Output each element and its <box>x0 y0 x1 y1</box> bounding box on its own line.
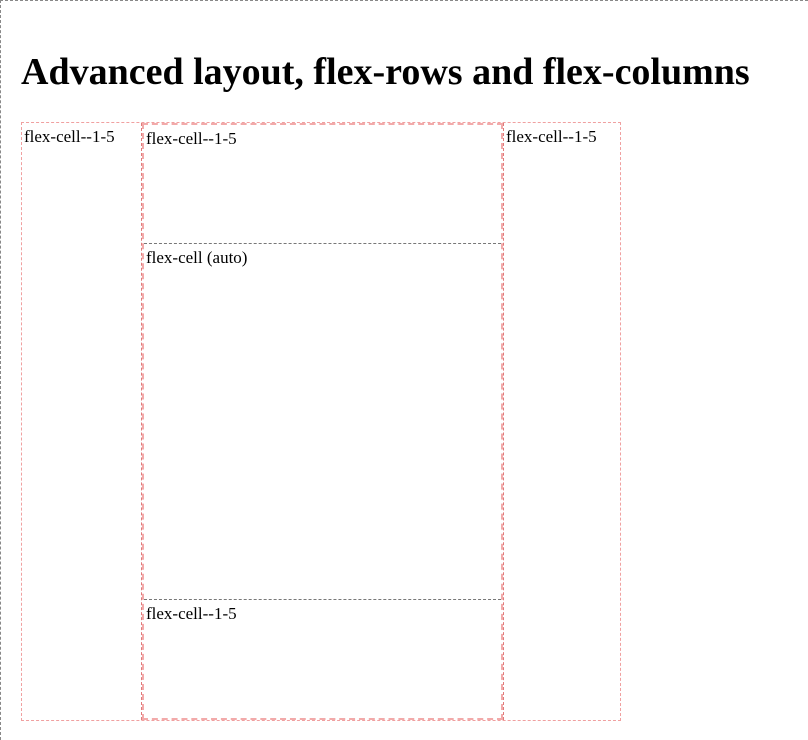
flex-cell-right-label: flex-cell--1-5 <box>506 127 597 146</box>
flex-column-middle: flex-cell--1-5 flex-cell (auto) flex-cel… <box>142 123 503 720</box>
flex-cell-middle-auto-label: flex-cell (auto) <box>146 248 248 267</box>
flex-row-container: flex-cell--1-5 flex-cell--1-5 flex-cell … <box>21 122 621 721</box>
flex-cell-left-label: flex-cell--1-5 <box>24 127 115 146</box>
flex-cell-middle-bottom: flex-cell--1-5 <box>144 600 501 718</box>
flex-cell-middle-top-label: flex-cell--1-5 <box>146 129 237 148</box>
flex-cell-middle-auto: flex-cell (auto) <box>144 244 501 600</box>
flex-cell-left: flex-cell--1-5 <box>22 123 142 720</box>
flex-cell-middle-bottom-label: flex-cell--1-5 <box>146 604 237 623</box>
flex-cell-right: flex-cell--1-5 <box>503 123 620 720</box>
page-title: Advanced layout, flex-rows and flex-colu… <box>21 51 750 93</box>
flex-cell-middle-top: flex-cell--1-5 <box>144 125 501 244</box>
